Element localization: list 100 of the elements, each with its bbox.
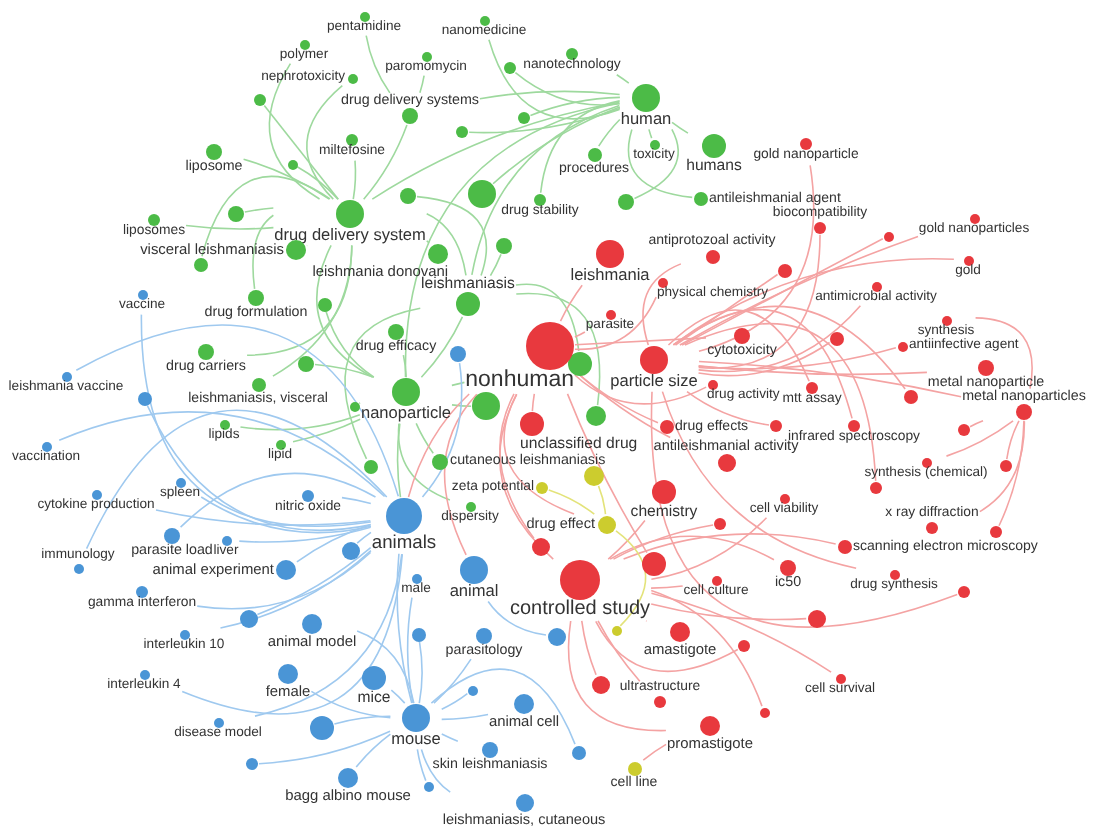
node-circle: [714, 518, 726, 530]
node-circle: [571, 745, 585, 759]
link-line: [440, 713, 489, 721]
link-line: [609, 535, 775, 561]
link-line: [219, 549, 372, 629]
link-line: [390, 689, 406, 704]
link-line: [697, 341, 831, 377]
link-line: [420, 748, 452, 793]
link-line: [254, 553, 403, 717]
link-line: [355, 733, 392, 768]
node-circle: [531, 537, 549, 555]
link-line: [697, 304, 862, 373]
link-line: [185, 224, 275, 230]
link-line: [430, 668, 576, 745]
link-line: [263, 104, 340, 200]
node-circle: [883, 231, 893, 241]
link-line: [672, 309, 853, 420]
link-line: [698, 360, 962, 398]
link-line: [548, 489, 596, 515]
link-line: [421, 362, 463, 498]
link-line: [697, 234, 821, 369]
link-line: [597, 485, 607, 515]
link-line: [681, 238, 884, 346]
link-line: [196, 551, 372, 610]
link-line: [615, 73, 630, 84]
node-circle: [468, 180, 496, 208]
link-line: [352, 159, 357, 200]
link-line: [697, 364, 928, 376]
node-circle: [611, 625, 621, 635]
node-circle: [246, 758, 258, 770]
link-line: [488, 39, 621, 120]
node-circle: [423, 781, 433, 791]
link-line: [415, 422, 435, 454]
node-label: leishmania: [570, 268, 650, 285]
node-circle: [759, 707, 769, 717]
link-line: [258, 730, 391, 765]
link-line: [529, 96, 621, 117]
link-line: [155, 509, 372, 526]
link-line: [567, 620, 667, 732]
link-line: [503, 393, 575, 515]
link-line: [246, 244, 353, 357]
link-line: [239, 414, 361, 431]
node-label: nonhuman: [465, 370, 574, 393]
link-line: [514, 71, 621, 106]
link-line: [674, 273, 779, 346]
link-line: [580, 620, 597, 676]
node-circle: [958, 586, 970, 598]
node-circle: [496, 238, 512, 254]
link-line: [633, 128, 679, 200]
link-line: [325, 310, 375, 378]
link-line: [515, 283, 580, 352]
link-line: [597, 620, 641, 682]
link-line: [499, 393, 555, 560]
link-line: [268, 62, 321, 200]
node-label: animal: [449, 584, 499, 601]
node-label: particle size: [610, 374, 698, 391]
link-line: [622, 533, 837, 560]
link-line: [425, 213, 467, 277]
link-line: [974, 317, 1033, 390]
link-line: [471, 104, 621, 276]
link-line: [371, 101, 621, 200]
node-circle: [738, 640, 750, 652]
node-circle: [591, 675, 609, 693]
node-circle: [287, 159, 297, 169]
link-line: [296, 166, 339, 200]
link-line: [272, 245, 353, 377]
link-line: [397, 422, 451, 501]
link-line: [440, 692, 469, 711]
link-line: [684, 322, 877, 482]
link-line: [574, 296, 657, 351]
link-line: [365, 34, 391, 94]
node-circle: [990, 526, 1002, 538]
link-line: [292, 418, 361, 443]
link-line: [451, 404, 472, 408]
link-line: [420, 316, 464, 378]
node-circle: [363, 459, 377, 473]
node-circle: [411, 627, 425, 641]
link-line: [595, 620, 739, 673]
link-line: [146, 405, 371, 532]
link-line: [315, 244, 374, 378]
node-circle: [239, 609, 257, 627]
link-line: [406, 596, 414, 704]
node-circle: [467, 685, 477, 695]
link-line: [698, 164, 815, 353]
link-line: [140, 313, 372, 527]
node-label: mouse: [391, 732, 441, 749]
link-line: [531, 393, 536, 412]
link-line: [416, 748, 427, 782]
link-line: [979, 420, 1026, 513]
link-line: [651, 390, 958, 628]
node-circle: [1000, 460, 1012, 472]
node-circle: [504, 62, 516, 74]
node-circle: [456, 126, 468, 138]
link-line: [296, 523, 372, 563]
node-circle: [547, 627, 565, 645]
link-line: [252, 214, 275, 290]
node-label: drug delivery system: [274, 228, 426, 244]
link-line: [697, 347, 897, 370]
link-line: [58, 411, 386, 498]
link-line: [75, 324, 400, 498]
